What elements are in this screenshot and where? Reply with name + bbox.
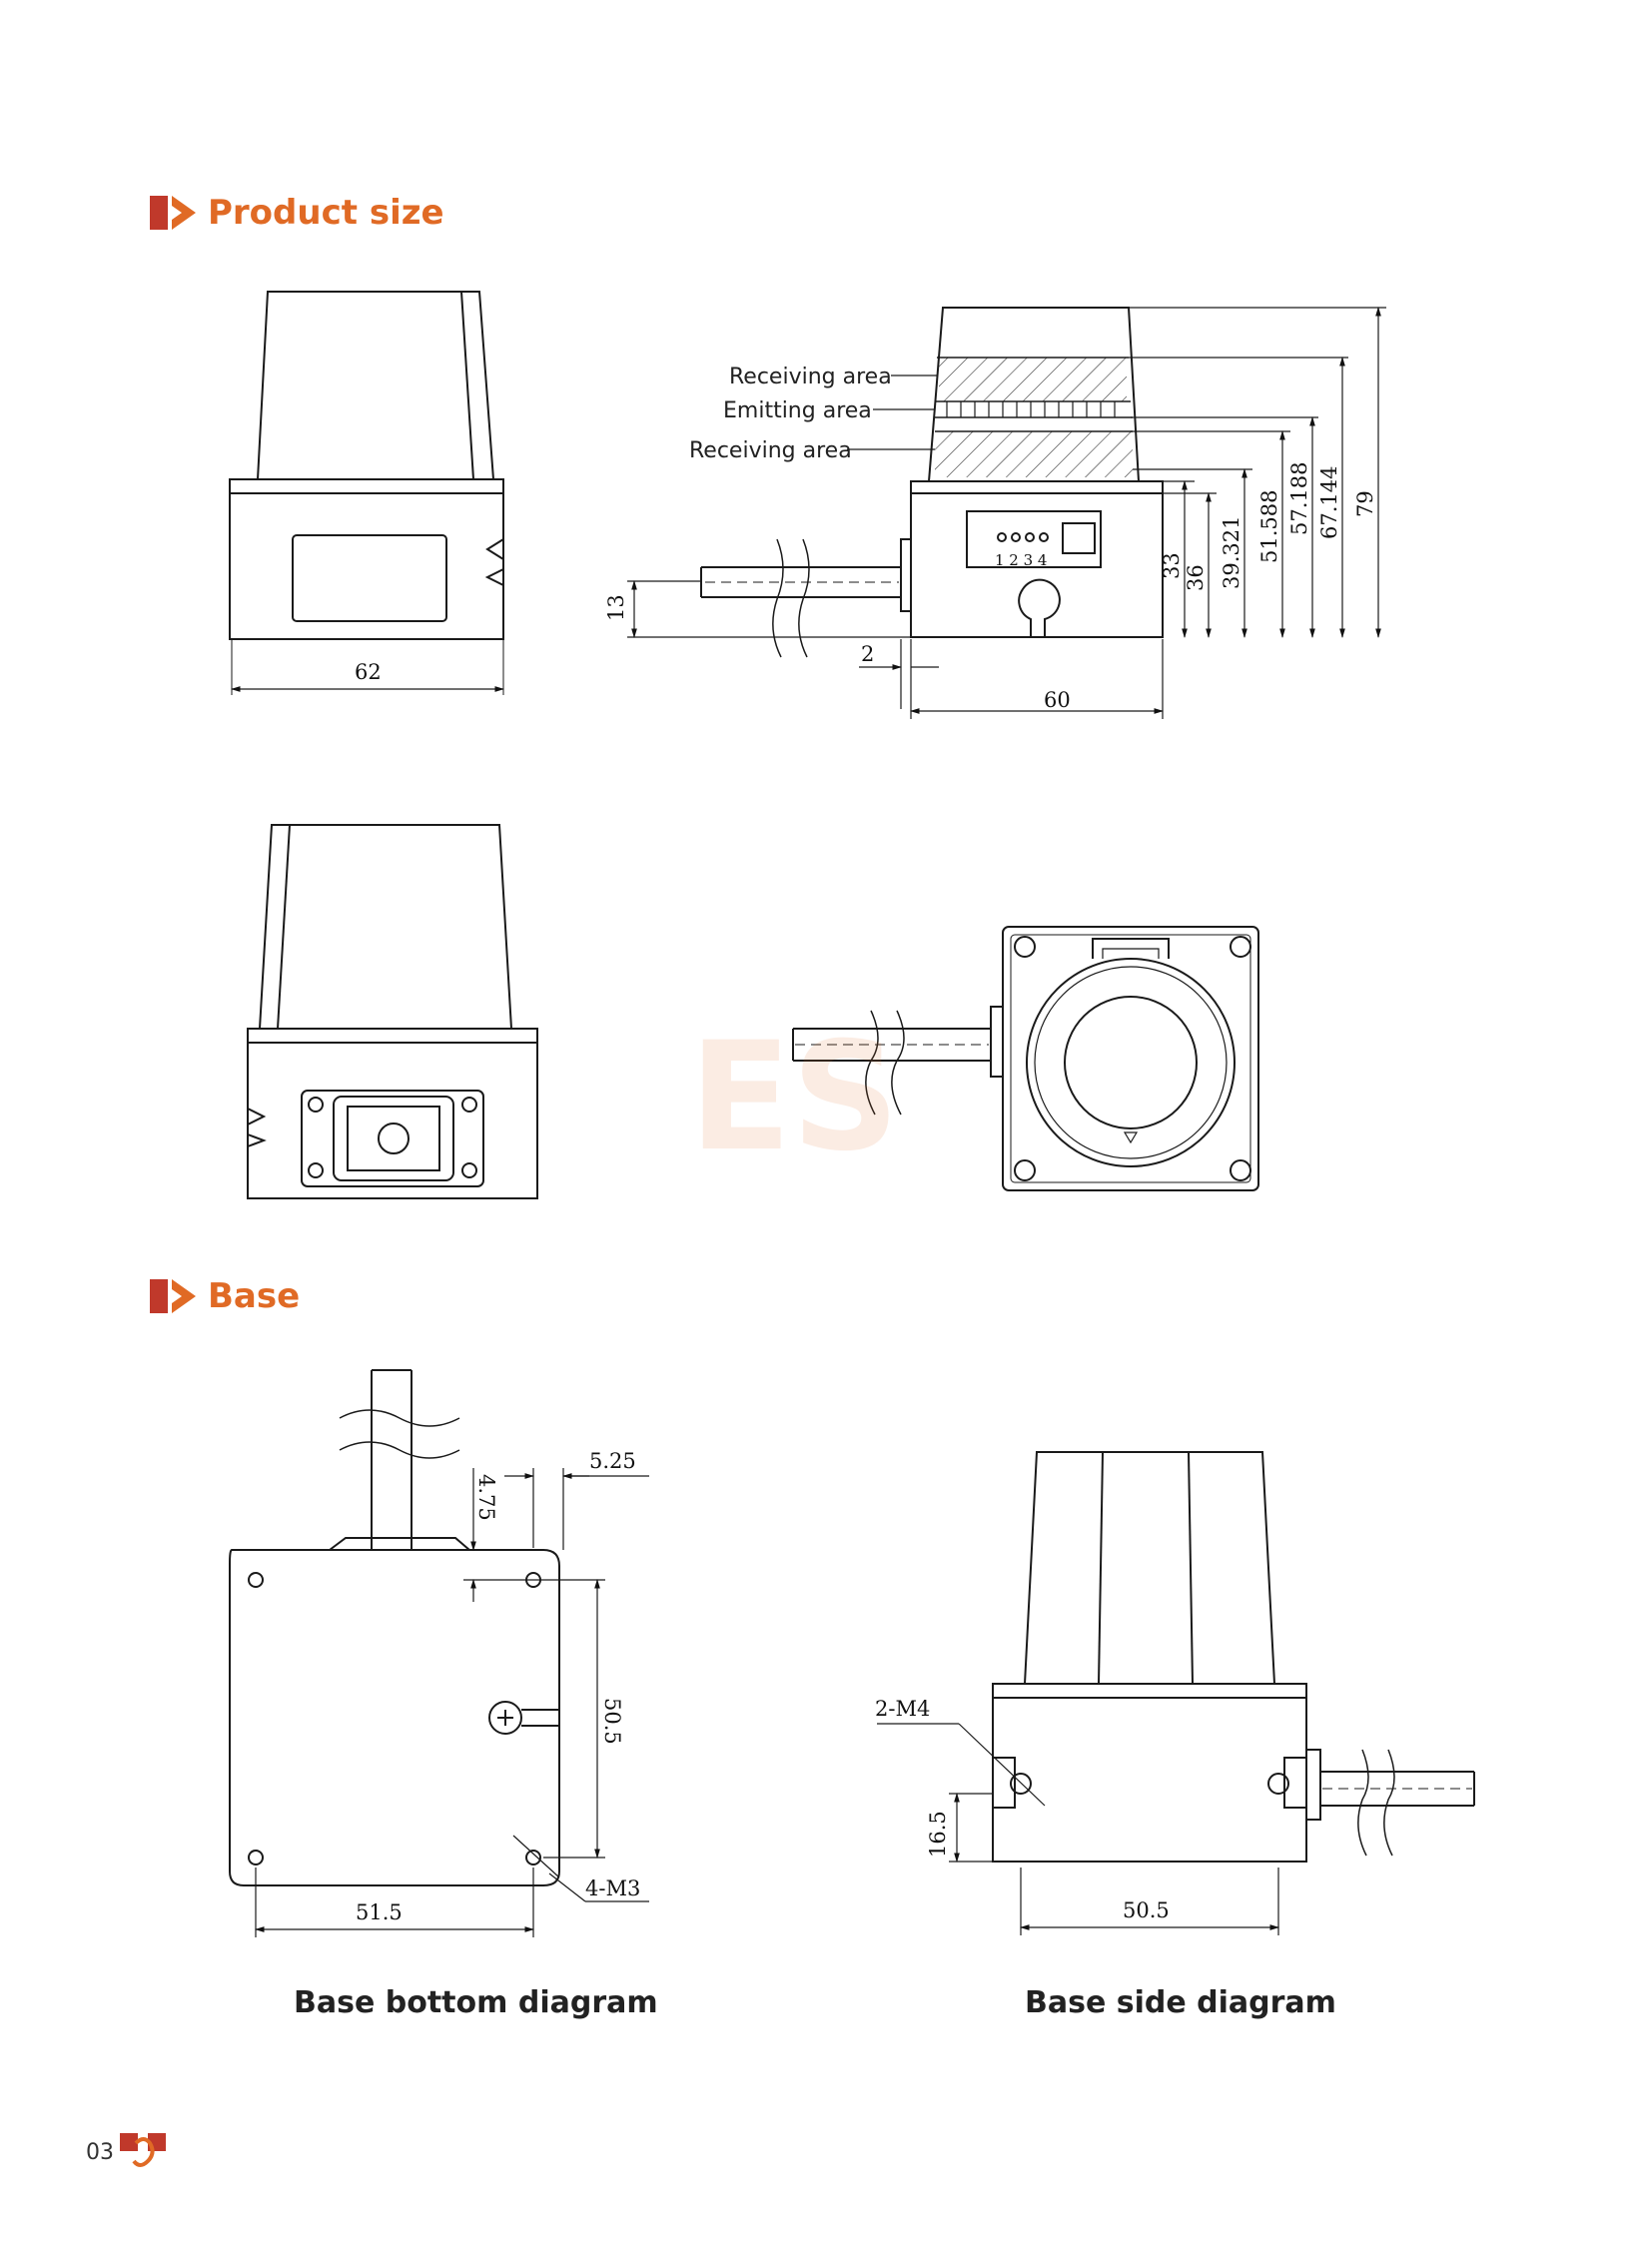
dim-side-2-m4: 2-M4 [875, 1697, 930, 1721]
dim-side-16-5: 16.5 [926, 1811, 950, 1858]
base-bottom-dimension-lines [255, 1468, 649, 1937]
dim-base-5-25: 5.25 [589, 1449, 636, 1473]
dim-depth-60: 60 [1044, 688, 1071, 712]
base-bottom-drawing [229, 1369, 560, 1886]
dim-h-79: 79 [1353, 490, 1377, 517]
section-title-text: Product size [208, 193, 444, 233]
dim-side-50-5: 50.5 [1123, 1898, 1170, 1922]
dim-h-39-321: 39.321 [1220, 516, 1243, 589]
base-side-drawing [992, 1451, 1475, 1863]
dim-height-13: 13 [604, 594, 628, 621]
caption-base-bottom: Base bottom diagram [294, 1985, 658, 2020]
dim-offset-2: 2 [861, 642, 874, 666]
svg-text:ES: ES [689, 1011, 900, 1184]
side-view-drawing [700, 307, 1164, 658]
caption-base-side: Base side diagram [1025, 1985, 1336, 2020]
brand-logo-icon [120, 2133, 166, 2167]
top-view-drawing [792, 926, 1259, 1191]
dim-h-51-588: 51.588 [1257, 490, 1281, 563]
base-side-dimension-lines [877, 1723, 1279, 1935]
dim-base-4-75: 4.75 [474, 1474, 498, 1521]
page-number: 03 [86, 2140, 114, 2165]
dim-h-33: 33 [1160, 552, 1184, 579]
dim-h-57-188: 57.188 [1287, 462, 1311, 535]
dim-h-36: 36 [1184, 564, 1208, 591]
label-receiving-area-top: Receiving area [729, 365, 892, 389]
front-view-drawing [229, 291, 504, 695]
section-title-product-size: Product size [150, 193, 444, 233]
dim-h-67-144: 67.144 [1317, 466, 1341, 539]
rear-view-drawing [247, 824, 538, 1199]
label-receiving-area-bottom: Receiving area [689, 438, 852, 463]
section-title-base: Base [150, 1276, 300, 1316]
section-title-text: Base [208, 1276, 301, 1316]
dim-width-62: 62 [355, 660, 382, 684]
chevron-icon [150, 196, 196, 230]
chevron-icon [150, 1279, 196, 1313]
dim-base-4-m3: 4-M3 [585, 1876, 640, 1900]
side-view-dimension-lines [627, 307, 1386, 719]
dim-base-50-5-vertical: 50.5 [600, 1698, 624, 1745]
dim-base-51-5: 51.5 [356, 1900, 403, 1924]
led-number-labels: 1 2 3 4 [995, 551, 1047, 569]
watermark-logo: ES [689, 1011, 900, 1184]
label-emitting-area: Emitting area [723, 398, 872, 423]
